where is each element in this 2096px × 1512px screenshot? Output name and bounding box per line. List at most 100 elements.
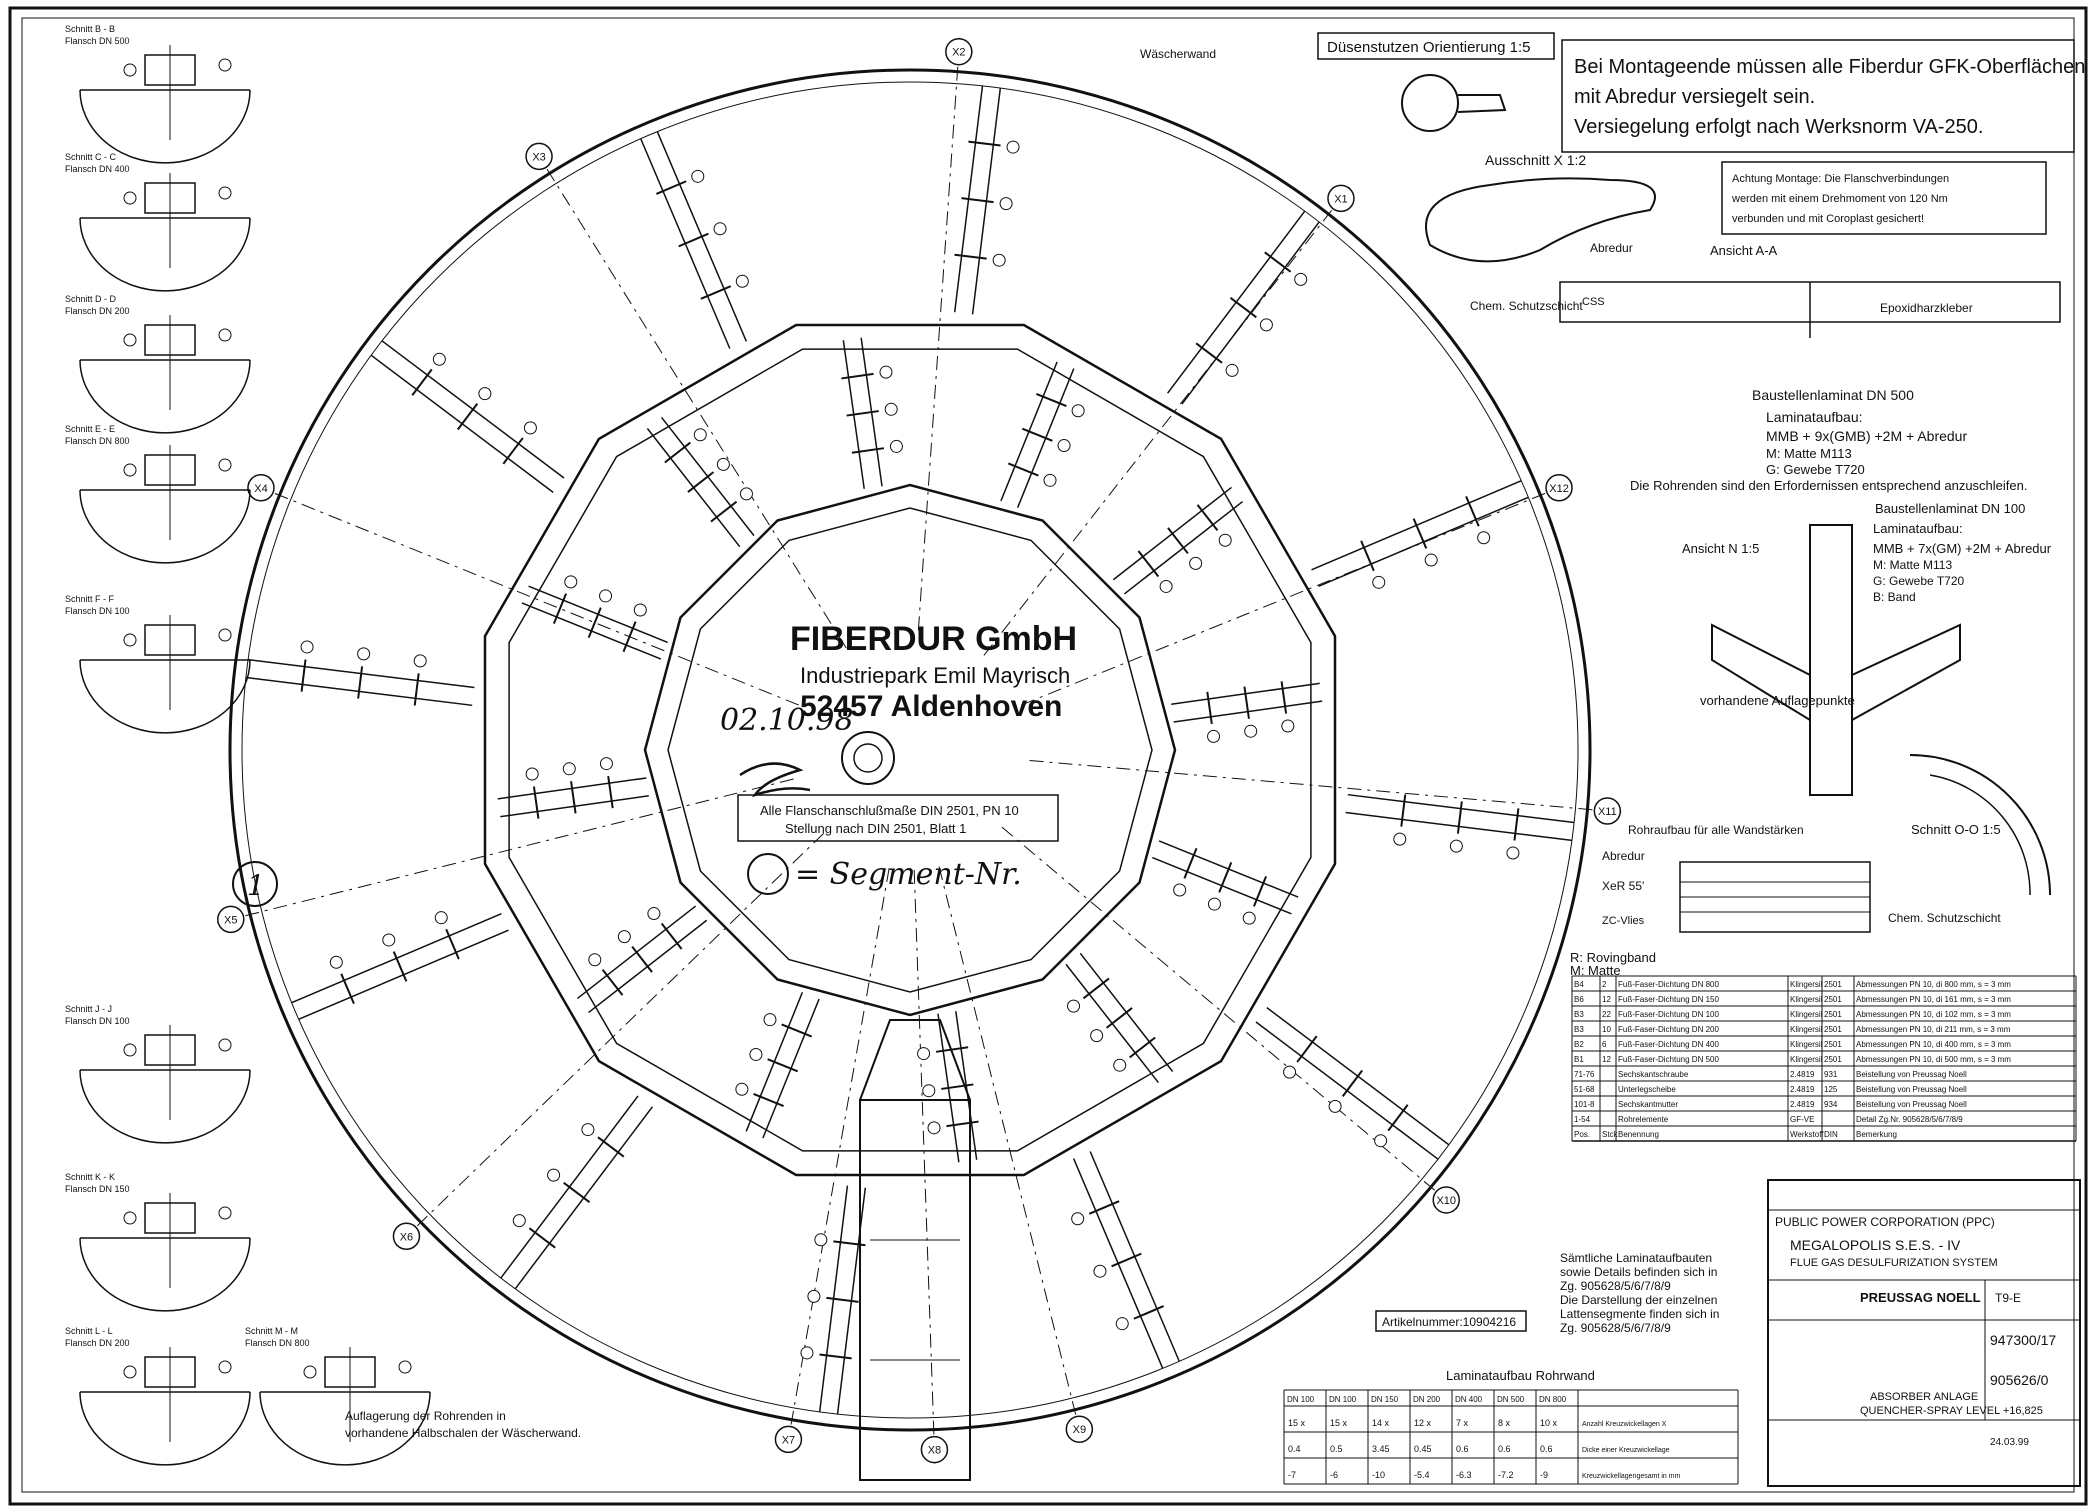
position-bubble xyxy=(581,1123,595,1137)
parts-cell: Benennung xyxy=(1618,1130,1659,1139)
nozzle xyxy=(954,253,987,260)
section-bubble xyxy=(218,1360,232,1374)
axis-line xyxy=(938,866,1085,1449)
parts-cell: Abmessungen PN 10, di 211 mm, s = 3 mm xyxy=(1856,1025,2011,1034)
section-flange: Flansch DN 500 xyxy=(65,36,130,46)
nozzle xyxy=(413,673,420,706)
section-flange: Flansch DN 800 xyxy=(245,1338,310,1348)
spray-pipe xyxy=(1167,210,1320,405)
lam-note-1: Sämtliche Laminataufbauten xyxy=(1560,1251,1712,1265)
position-bubble xyxy=(1506,846,1520,860)
laminat-100-line2: MMB + 7x(GM) +2M + Abredur xyxy=(1873,541,2052,556)
position-bubble xyxy=(1057,439,1071,453)
rohraufbau-title: Rohraufbau für alle Wandstärken xyxy=(1628,823,1804,837)
parts-cell: Unterlegscheibe xyxy=(1618,1085,1676,1094)
rohrenden-note: Die Rohrenden sind den Erfordernissen en… xyxy=(1630,478,2027,493)
ansicht-aa-title: Ansicht A-A xyxy=(1710,243,1778,258)
lamination-cell: 15 x xyxy=(1288,1418,1306,1428)
section-shell xyxy=(79,1237,251,1312)
position-bubble xyxy=(1113,1058,1127,1072)
nozzle xyxy=(1167,527,1189,555)
scrubber-wall-outer xyxy=(228,68,1592,1432)
axis-label: X4 xyxy=(254,483,267,495)
axis-label: X11 xyxy=(1598,806,1617,818)
nozzle xyxy=(631,945,653,973)
parts-cell: 2501 xyxy=(1824,1010,1842,1019)
nozzle xyxy=(1465,495,1480,527)
parts-cell: 2501 xyxy=(1824,1025,1842,1034)
position-bubble xyxy=(735,1082,749,1096)
nozzle xyxy=(660,922,683,950)
position-bubble xyxy=(357,647,371,661)
lamination-cell: 0.45 xyxy=(1414,1444,1432,1454)
position-bubble xyxy=(693,428,707,442)
spray-pipe xyxy=(576,905,708,1014)
position-bubble xyxy=(1173,883,1187,897)
section-shell xyxy=(79,1391,251,1466)
lamination-cell: 8 x xyxy=(1498,1418,1511,1428)
tb-number-2: 947300/17 xyxy=(1990,1332,2056,1348)
lamination-header: DN 200 xyxy=(1413,1395,1441,1404)
segment-legend-text: = Segment-Nr. xyxy=(795,857,1022,892)
section-flange: Flansch DN 100 xyxy=(65,1016,130,1026)
lamination-row-label: Dicke einer Kreuzwickellage xyxy=(1582,1447,1670,1454)
section-bubble xyxy=(218,1206,232,1220)
lamination-cell: 15 x xyxy=(1330,1418,1348,1428)
main-note-box xyxy=(1561,39,2075,153)
segment-legend-circle xyxy=(747,853,789,895)
section-bubble xyxy=(218,628,232,642)
parts-cell: 2501 xyxy=(1824,995,1842,1004)
parts-cell: Beistellung von Preussag Noell xyxy=(1856,1100,1967,1109)
parts-cell: GF-VE xyxy=(1790,1115,1814,1124)
section-shell xyxy=(79,89,251,164)
lamination-header: DN 400 xyxy=(1455,1395,1483,1404)
chem-label-2: Chem. Schutzschicht xyxy=(1888,911,2001,925)
nozzle xyxy=(664,441,691,464)
stamp-city: 52457 Aldenhoven xyxy=(800,690,1062,723)
position-bubble xyxy=(800,1346,814,1360)
parts-cell: 934 xyxy=(1824,1100,1838,1109)
axis-line xyxy=(983,182,1354,656)
lamination-cell: 10 x xyxy=(1540,1418,1558,1428)
lam-note-6: Zg. 905628/5/6/7/8/9 xyxy=(1560,1321,1671,1335)
nozzle xyxy=(1456,801,1463,834)
flansch-note-box xyxy=(737,794,1059,842)
parts-cell: 12 xyxy=(1602,995,1611,1004)
axis-bubble xyxy=(1545,474,1573,502)
axis-bubble xyxy=(525,142,553,171)
axis-label: X5 xyxy=(224,914,237,926)
position-bubble xyxy=(1477,531,1491,545)
position-bubble xyxy=(763,1013,777,1027)
nozzle xyxy=(587,607,602,639)
position-bubble xyxy=(1374,1134,1388,1148)
laminat-500-line2: MMB + 9x(GMB) +2M + Abredur xyxy=(1766,428,1967,444)
nozzle xyxy=(826,1296,859,1303)
nozzle xyxy=(1280,681,1288,714)
achtung-box xyxy=(1721,161,2047,235)
section-shell xyxy=(259,1391,431,1466)
cutout-detail xyxy=(1425,177,1656,263)
spray-pipe xyxy=(1071,1151,1180,1369)
section-bubble xyxy=(123,1211,137,1225)
nozzle-detail xyxy=(1401,74,1459,132)
spray-pipe xyxy=(1112,486,1244,595)
position-bubble xyxy=(1259,318,1273,332)
stamp-seal xyxy=(841,731,895,785)
parts-cell: Detail Zg.Nr. 905628/5/6/7/8/9 xyxy=(1856,1115,1963,1124)
section-flange: Flansch DN 200 xyxy=(65,306,130,316)
section-title: Schnitt J - J xyxy=(65,1004,112,1014)
position-bubble xyxy=(300,640,314,654)
nozzle xyxy=(1088,1200,1120,1215)
section-title: Schnitt D - D xyxy=(65,294,117,304)
tb-project-1: MEGALOPOLIS S.E.S. - IV xyxy=(1790,1237,1961,1253)
lamination-cell: 0.6 xyxy=(1498,1444,1511,1454)
scrubber-wall-inner xyxy=(241,81,1579,1419)
feed-pipe xyxy=(859,1099,971,1481)
position-bubble xyxy=(647,907,661,921)
tee-joint-detail xyxy=(1711,524,1961,796)
